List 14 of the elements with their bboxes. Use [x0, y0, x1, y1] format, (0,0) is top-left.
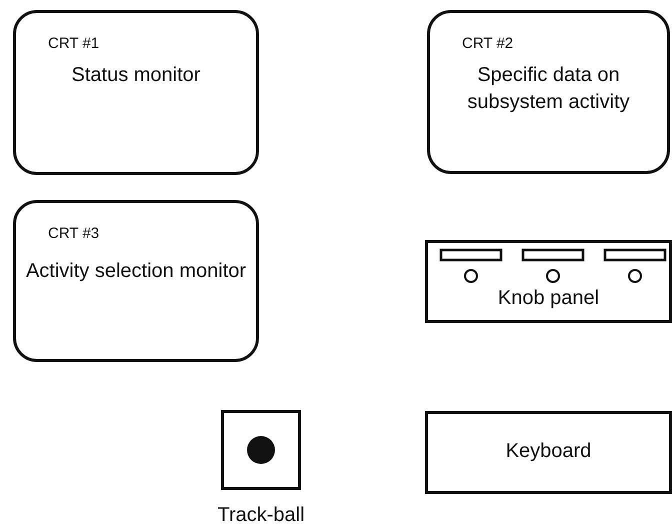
monitor-screen	[427, 10, 670, 174]
monitor-description: Status monitor	[70, 63, 202, 88]
monitor-label: CRT #3	[48, 225, 100, 242]
keyboard-box	[425, 411, 672, 494]
monitor-description: Activity selection monitor	[24, 259, 248, 284]
device-label: Track-ball	[216, 504, 306, 527]
device-label: Keyboard	[504, 440, 592, 463]
panel-label: Knob panel	[496, 287, 600, 310]
knob-panel	[425, 240, 672, 323]
monitor-description: Specific data on subsystem activity	[466, 63, 631, 115]
monitor-screen	[13, 10, 259, 175]
monitor-label: CRT #1	[48, 35, 100, 52]
monitor-screen	[13, 200, 259, 362]
monitor-label: CRT #2	[462, 35, 514, 52]
